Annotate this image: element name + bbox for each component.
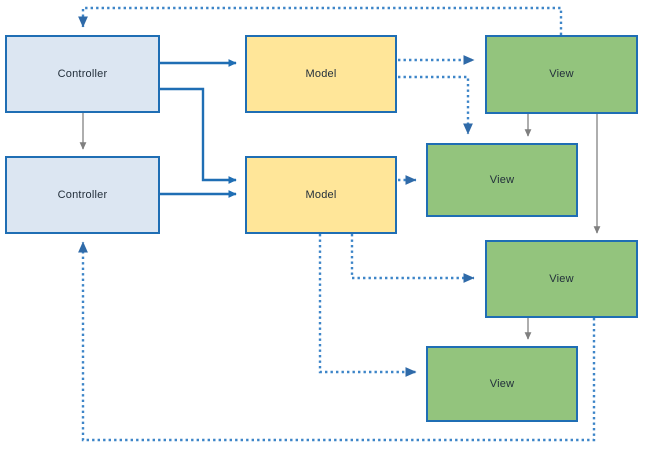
node-label: Controller bbox=[57, 67, 108, 80]
node-view-1[interactable]: View bbox=[485, 35, 638, 114]
node-view-4[interactable]: View bbox=[426, 346, 578, 422]
node-label: View bbox=[489, 377, 515, 390]
edge-view1-controller1-feedback bbox=[78, 6, 563, 35]
node-view-3[interactable]: View bbox=[485, 240, 638, 318]
node-label: View bbox=[549, 68, 574, 80]
node-label: View bbox=[489, 173, 515, 186]
node-label: Model bbox=[305, 188, 337, 201]
node-controller-2[interactable]: Controller bbox=[5, 156, 160, 234]
edge-controller1-model2 bbox=[160, 87, 237, 184]
node-label: Model bbox=[305, 67, 337, 80]
edge-model2-view3 bbox=[350, 234, 475, 283]
node-model-2[interactable]: Model bbox=[245, 156, 397, 234]
edge-model2-view4 bbox=[318, 234, 417, 377]
node-label: View bbox=[549, 272, 574, 285]
edge-model1-view2 bbox=[398, 75, 473, 135]
node-view-2[interactable]: View bbox=[426, 143, 578, 217]
edge-view3-controller2-feedback bbox=[78, 241, 596, 442]
node-controller-1[interactable]: Controller bbox=[5, 35, 160, 113]
node-model-1[interactable]: Model bbox=[245, 35, 397, 113]
node-label: Controller bbox=[57, 188, 108, 201]
